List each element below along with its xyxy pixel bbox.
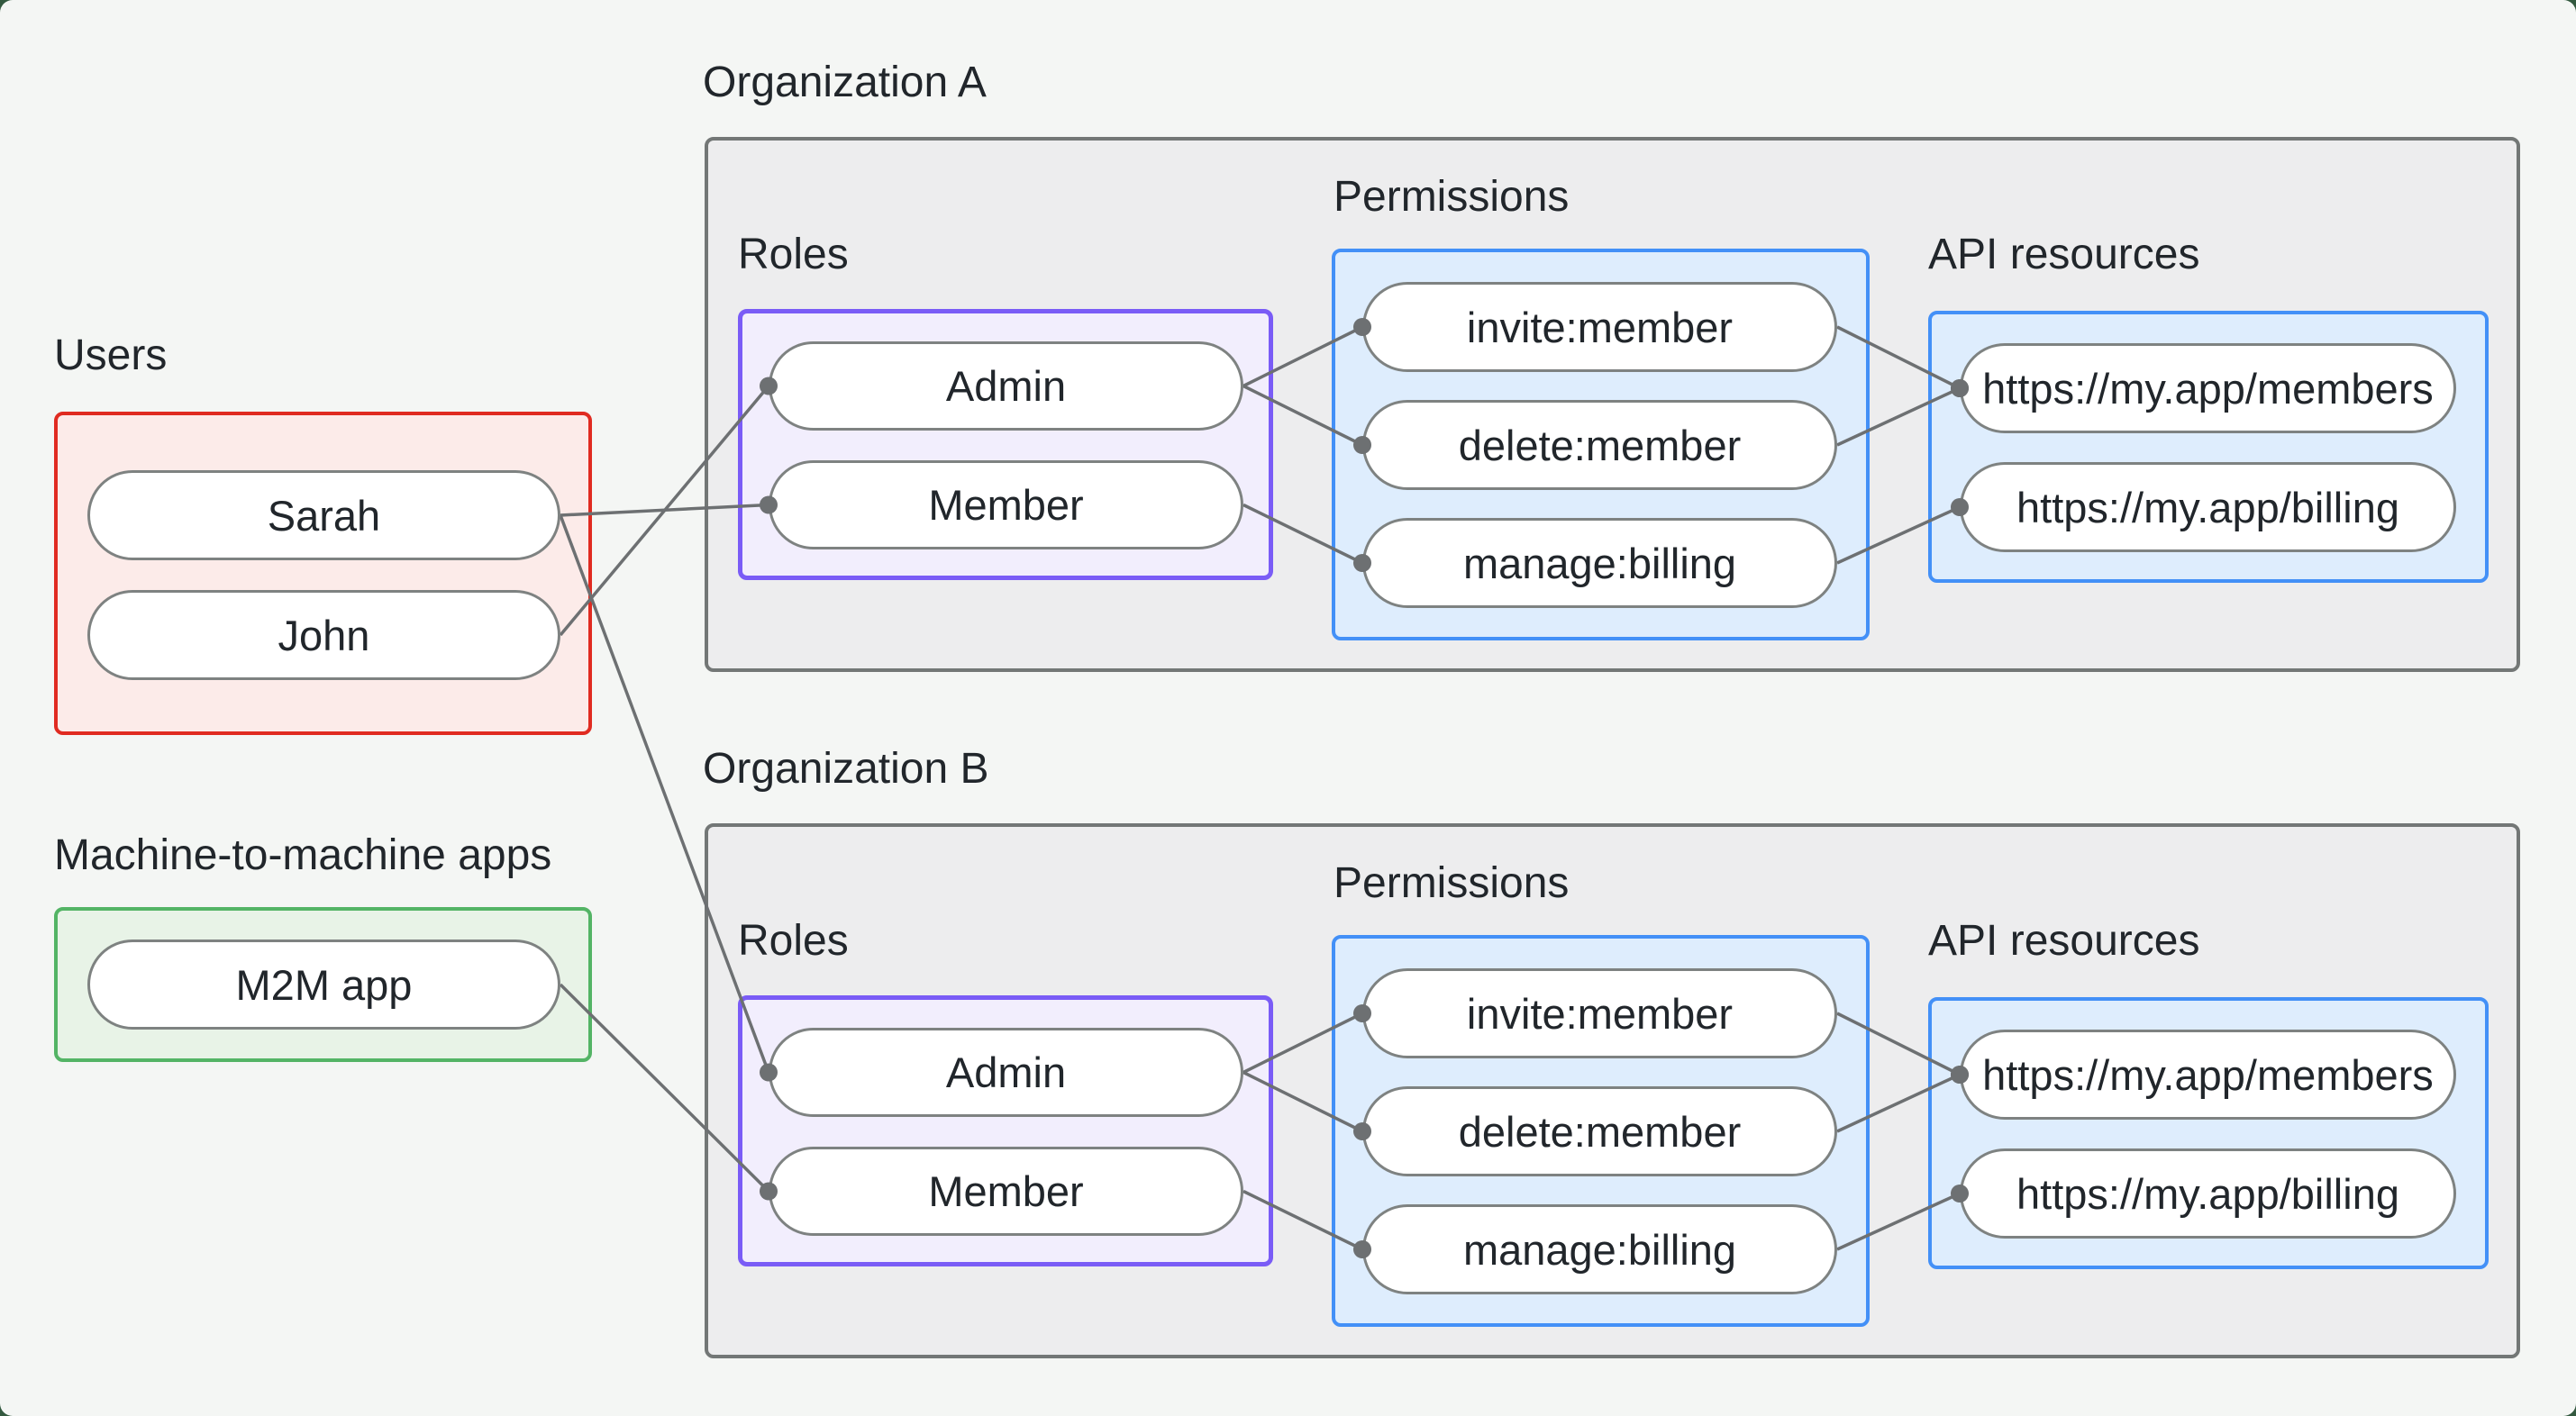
org-b-api-billing-node: https://my.app/billing <box>1960 1148 2456 1239</box>
org-a-role-admin-node: Admin <box>769 341 1243 431</box>
org-b-api-label: API resources <box>1928 917 2200 965</box>
users-group-box <box>54 412 592 735</box>
org-a-perm-manage-node: manage:billing <box>1362 518 1837 608</box>
user-node-sarah: Sarah <box>87 470 560 560</box>
org-b-title: Organization B <box>703 745 989 793</box>
org-a-permissions-label: Permissions <box>1334 173 1570 221</box>
org-a-api-label: API resources <box>1928 231 2200 278</box>
org-b-perm-invite-node: invite:member <box>1362 968 1837 1058</box>
org-b-roles-label: Roles <box>738 917 849 965</box>
org-b-perm-delete-node: delete:member <box>1362 1086 1837 1176</box>
users-group-label: Users <box>54 331 168 379</box>
org-b-permissions-label: Permissions <box>1334 859 1570 907</box>
org-b-role-member-node: Member <box>769 1147 1243 1236</box>
org-a-perm-delete-node: delete:member <box>1362 400 1837 490</box>
org-b-role-admin-node: Admin <box>769 1028 1243 1117</box>
m2m-group-label: Machine-to-machine apps <box>54 831 552 879</box>
org-a-title: Organization A <box>703 59 987 106</box>
org-b-api-members-node: https://my.app/members <box>1960 1030 2456 1120</box>
org-a-role-member-node: Member <box>769 460 1243 549</box>
user-node-john: John <box>87 590 560 680</box>
org-a-roles-label: Roles <box>738 231 849 278</box>
org-a-api-members-node: https://my.app/members <box>1960 343 2456 433</box>
org-a-perm-invite-node: invite:member <box>1362 282 1837 372</box>
org-b-perm-manage-node: manage:billing <box>1362 1204 1837 1294</box>
m2m-app-node: M2M app <box>87 939 560 1030</box>
org-a-api-billing-node: https://my.app/billing <box>1960 462 2456 552</box>
